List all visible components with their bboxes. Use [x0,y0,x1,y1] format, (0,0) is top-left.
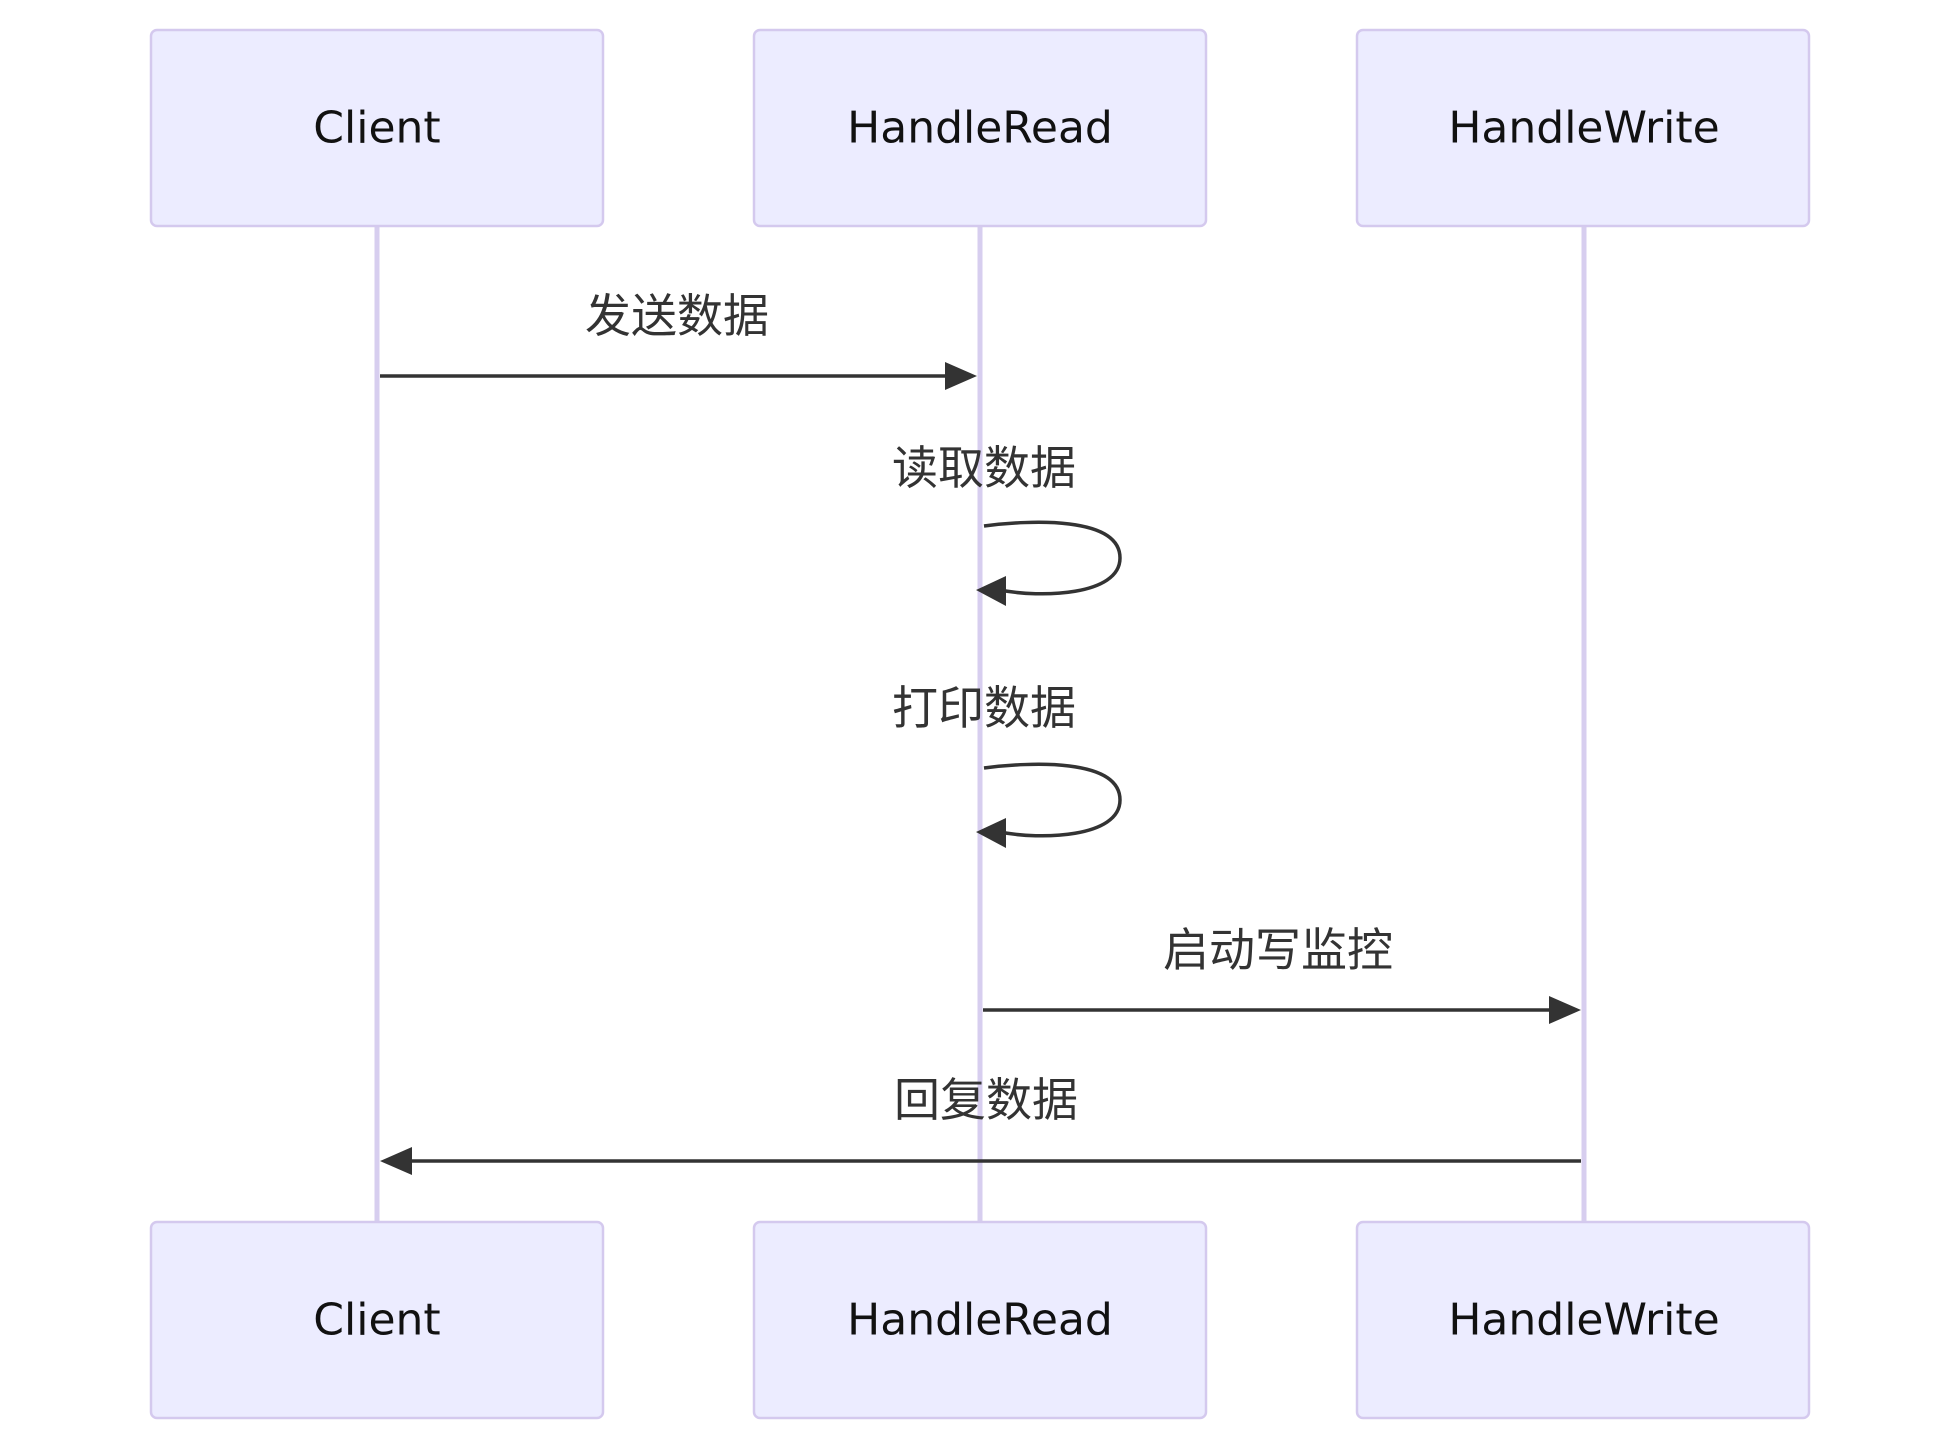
message-read-data-arrowhead [976,576,1006,606]
message-start-write-monitor-label: 启动写监控 [1163,923,1393,977]
actor-top-client-label: Client [313,103,440,154]
actor-top-client: Client [149,28,605,228]
actor-top-handle-write: HandleWrite [1355,28,1811,228]
message-send-data: 发送数据 [380,289,977,390]
actor-top-handle-read-box [752,28,1208,228]
actor-top-handle-write-box [1355,28,1811,228]
actor-bottom-handle-write-box [1355,1220,1811,1420]
message-start-write-monitor-arrowhead [1549,996,1581,1024]
actor-bottom-handle-read-label: HandleRead [847,1295,1113,1346]
message-reply-data: 回复数据 [380,1073,1581,1175]
message-print-data: 打印数据 [892,681,1122,848]
message-print-data-loop [983,762,1122,838]
message-reply-data-label: 回复数据 [894,1073,1078,1127]
actor-bottom-client-box [149,1220,605,1420]
message-print-data-arrowhead [976,818,1006,848]
actor-bottom-handle-read-box [752,1220,1208,1420]
message-read-data: 读取数据 [892,441,1122,606]
message-read-data-label: 读取数据 [892,441,1076,495]
actor-top-handle-write-label: HandleWrite [1448,103,1719,154]
actor-bottom-handle-read: HandleRead [752,1220,1208,1420]
message-read-data-loop [983,520,1122,596]
message-print-data-label: 打印数据 [892,681,1076,735]
actor-bottom-client: Client [149,1220,605,1420]
actor-bottom-handle-write: HandleWrite [1355,1220,1811,1420]
actor-bottom-client-label: Client [313,1295,440,1346]
message-start-write-monitor: 启动写监控 [983,923,1581,1024]
message-send-data-arrowhead [945,362,977,390]
actor-top-handle-read: HandleRead [752,28,1208,228]
message-send-data-label: 发送数据 [585,289,769,343]
message-reply-data-arrowhead [380,1147,412,1175]
actor-bottom-handle-write-label: HandleWrite [1448,1295,1719,1346]
actor-top-handle-read-label: HandleRead [847,103,1113,154]
actor-top-client-box [149,28,605,228]
